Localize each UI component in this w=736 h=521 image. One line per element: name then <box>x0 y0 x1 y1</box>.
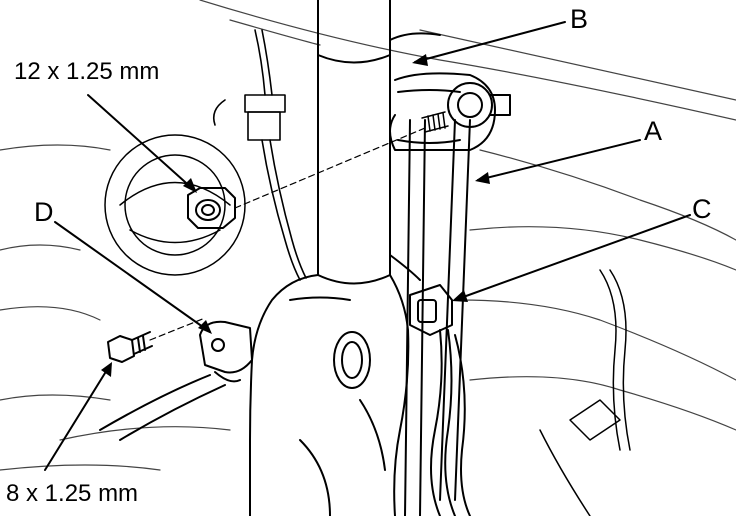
label-a: A <box>644 116 663 146</box>
label-d: D <box>34 197 54 227</box>
alignment-line-nut <box>234 127 426 209</box>
label-bottom-dimension: 8 x 1.25 mm <box>6 480 139 507</box>
leader-a <box>477 139 641 181</box>
label-b: B <box>570 4 589 34</box>
label-top-dimension: 12 x 1.25 mm <box>14 58 160 85</box>
brake-hose <box>539 269 631 517</box>
leader-d <box>54 221 211 333</box>
leader-top-dim <box>87 94 195 191</box>
leader-c <box>454 214 691 301</box>
flange-nut <box>187 187 236 229</box>
small-bolt <box>107 331 153 363</box>
arrow-heads <box>101 54 490 377</box>
leader-b <box>414 21 566 63</box>
strut-tube <box>317 0 441 285</box>
leader-bottom-dim <box>44 364 111 471</box>
sensor-bracket <box>99 320 253 441</box>
alignment-line-bolt <box>149 317 206 341</box>
wheel-sensor <box>409 284 471 517</box>
wire-harness <box>212 29 307 281</box>
stabilizer-link <box>389 72 511 517</box>
label-c: C <box>692 194 712 224</box>
steering-knuckle <box>249 274 410 517</box>
threaded-stud <box>421 111 449 133</box>
leader-lines <box>44 21 691 471</box>
brake-disc <box>104 134 246 276</box>
background-body-lines <box>0 0 736 471</box>
